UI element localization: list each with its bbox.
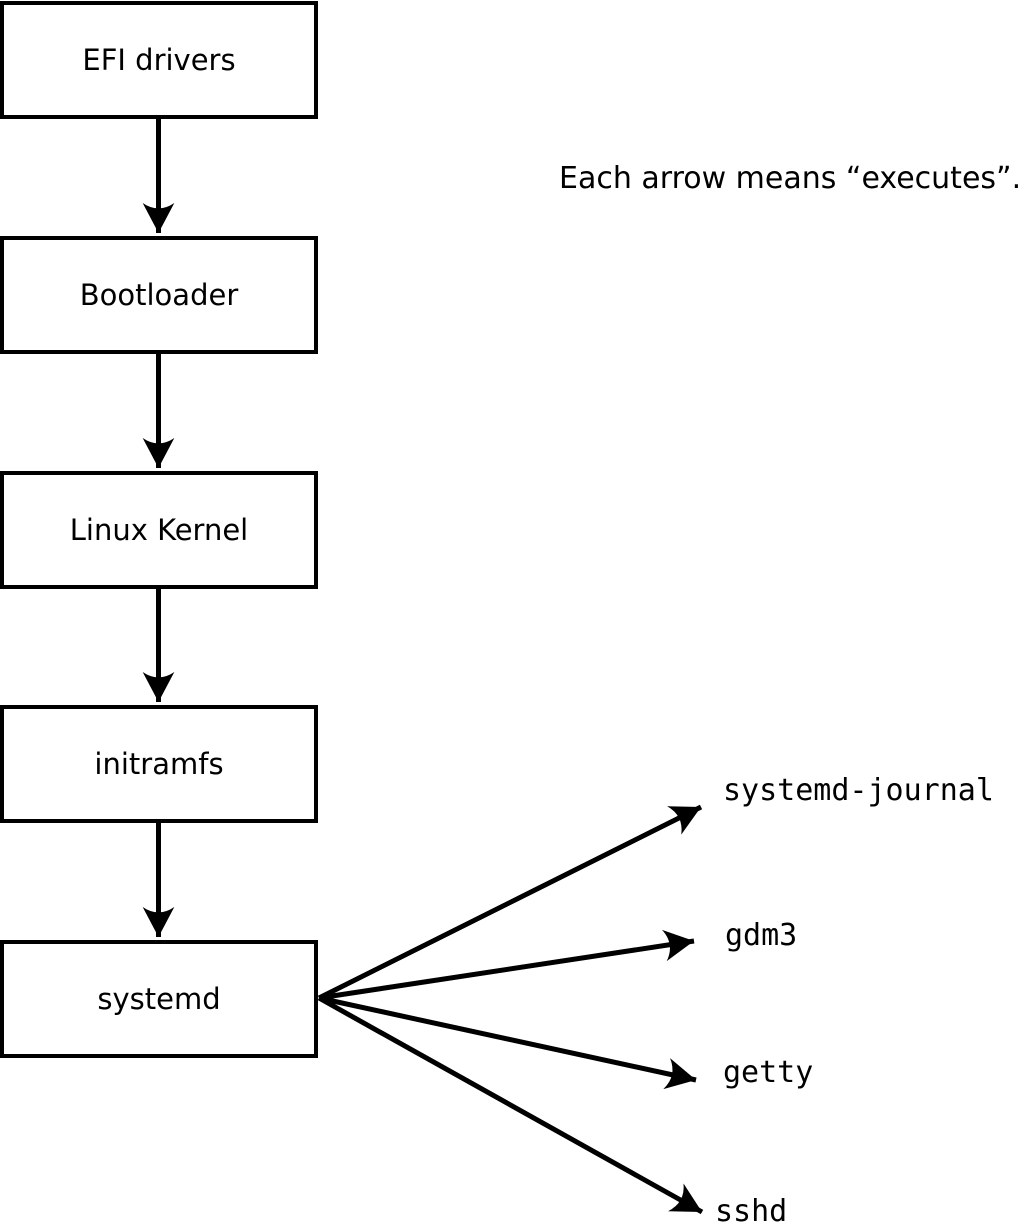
node-efi-drivers: EFI drivers [0,1,318,119]
node-linux-kernel: Linux Kernel [0,471,318,589]
node-linux-kernel-label: Linux Kernel [69,513,249,547]
arrow-systemd-to-journal [317,804,703,1001]
child-label-getty: getty [723,1055,814,1090]
node-bootloader: Bootloader [0,236,318,354]
arrow-legend-note: Each arrow means “executes”. [559,161,1022,196]
arrow-systemd-to-gdm3 [318,929,695,1001]
node-systemd-label: systemd [97,982,221,1016]
child-label-systemd-journal: systemd-journal [723,773,994,808]
node-systemd: systemd [0,940,318,1058]
child-label-gdm3: gdm3 [725,918,798,953]
arrow-systemd-to-sshd [317,995,704,1215]
node-bootloader-label: Bootloader [79,278,239,312]
node-initramfs-label: initramfs [94,747,224,781]
arrow-systemd-to-getty [318,995,697,1090]
node-efi-drivers-label: EFI drivers [82,43,236,77]
node-initramfs: initramfs [0,705,318,823]
child-label-sshd: sshd [715,1194,788,1229]
